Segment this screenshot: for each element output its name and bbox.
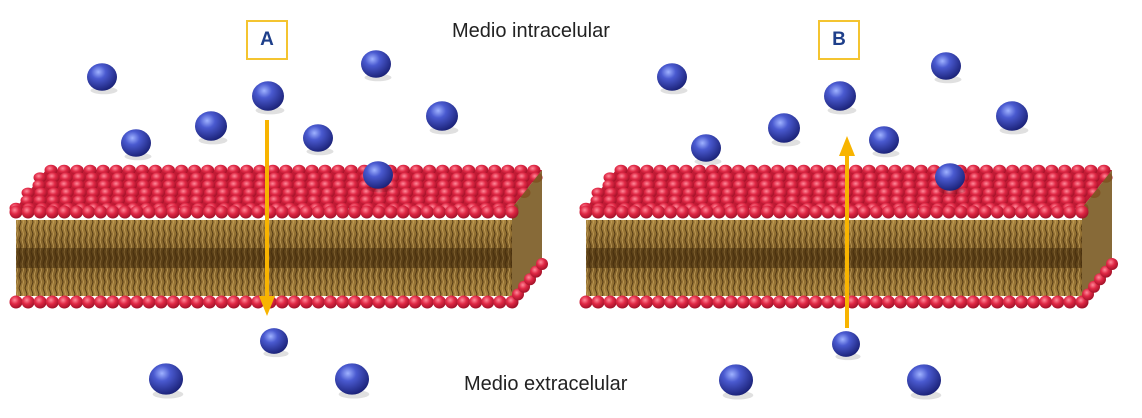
molecule [303,124,334,155]
molecule [121,129,152,160]
molecule [824,81,856,114]
molecule [931,52,962,83]
molecule [149,363,183,398]
extracellular-label: Medio extracelular [464,373,627,396]
intracellular-label: Medio intracelular [452,20,610,43]
molecule [87,63,118,94]
molecule [869,126,900,157]
molecule [260,328,289,357]
molecule [657,63,688,94]
molecule [691,134,722,165]
molecule [907,364,941,399]
molecule [363,161,394,192]
panel-a-label: A [246,20,288,60]
molecule [768,113,800,146]
molecule [335,363,369,398]
molecule [996,101,1028,134]
molecule [252,81,284,114]
membrane-a [10,165,549,309]
molecule [832,331,861,360]
molecule [195,111,227,144]
molecule [719,364,753,399]
molecule [426,101,458,134]
panel-b-label: B [818,20,860,60]
molecule [361,50,392,81]
molecule [935,163,966,194]
